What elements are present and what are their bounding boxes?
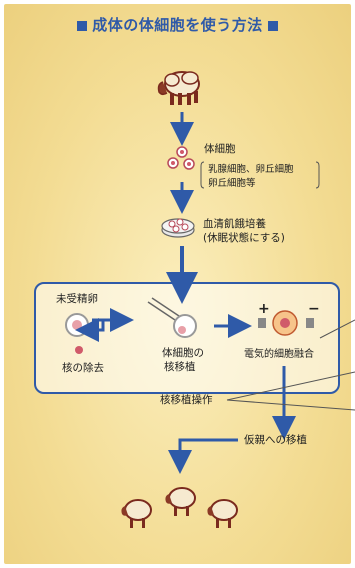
serum-culture-sub-label: (休眠状態にする)	[203, 232, 285, 244]
connector-line	[226, 371, 355, 401]
egg-cell-icon	[65, 313, 89, 337]
offspring-sheep-icon	[121, 499, 152, 528]
somatic-transfer-label-1: 体細胞の	[162, 347, 204, 359]
unfertilized-egg-label: 未受精卵	[56, 293, 98, 305]
electrofusion-label: 電気的細胞融合	[244, 349, 314, 360]
nucleus-removal-label: 核の除去	[62, 362, 104, 374]
micropipette-icon	[147, 297, 197, 338]
nuclear-transfer-op-label: 核移植操作	[160, 394, 213, 406]
connector-line	[319, 319, 355, 339]
surrogate-transfer-label: 仮親への移植	[244, 434, 307, 446]
diagram-title: 成体の体細胞を使う方法	[0, 14, 355, 35]
cell-types-line-2: 卵丘細胞等	[208, 178, 256, 189]
somatic-cell-icon	[167, 146, 195, 170]
offspring-sheep-icon	[207, 499, 238, 528]
arrow-to-offspring	[168, 438, 238, 474]
culture-dish-icon	[161, 218, 195, 238]
plus-label: +	[258, 301, 270, 317]
somatic-transfer-label-2: 核移植	[164, 361, 196, 373]
cell-types-line-1: 乳腺細胞、卵丘細胞	[208, 164, 294, 175]
somatic-cell-label: 体細胞	[204, 143, 236, 155]
title-square-icon	[77, 20, 88, 31]
connector-line	[226, 399, 355, 411]
removed-nucleus-icon	[75, 346, 83, 354]
serum-culture-label: 血清飢餓培養	[203, 218, 266, 230]
arrow-nucleus-removal	[75, 318, 105, 342]
minus-label: −	[308, 301, 320, 317]
title-square-icon	[267, 20, 278, 31]
donor-sheep-icon	[157, 71, 200, 105]
offspring-sheep-icon	[165, 487, 196, 516]
electrofusion-icon	[258, 310, 314, 336]
